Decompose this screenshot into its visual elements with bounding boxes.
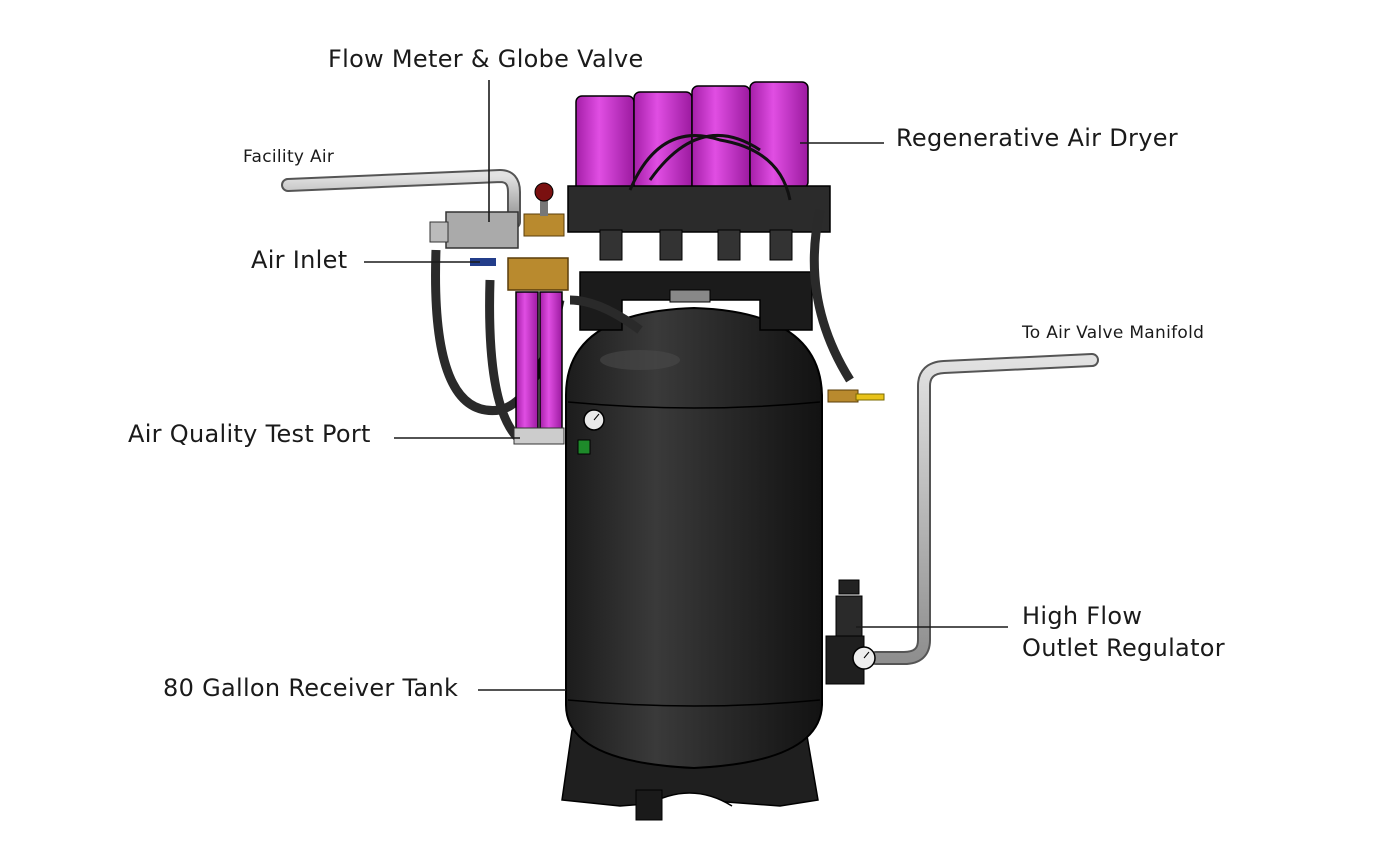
label-facility-air: Facility Air — [243, 147, 335, 167]
outlet-pipe — [869, 353, 1099, 665]
receiver-tank — [565, 306, 823, 770]
air-inlet-valve — [470, 257, 569, 445]
label-tank: 80 Gallon Receiver Tank — [163, 674, 459, 702]
regenerative-air-dryer — [567, 81, 831, 261]
facility-air-pipe — [281, 168, 521, 229]
label-test-port: Air Quality Test Port — [128, 420, 371, 448]
label-air-inlet: Air Inlet — [251, 246, 348, 274]
flow-meter — [429, 182, 565, 249]
outlet-regulator — [825, 579, 876, 685]
drain-valve — [827, 389, 885, 403]
tank-pressure-gauge — [577, 409, 605, 455]
label-flow-meter: Flow Meter & Globe Valve — [328, 45, 644, 73]
label-regulator: High Flow Outlet Regulator — [1022, 600, 1225, 665]
leader-lines — [364, 80, 1008, 691]
label-air-dryer: Regenerative Air Dryer — [896, 124, 1178, 152]
label-regulator-line2: Outlet Regulator — [1022, 634, 1225, 663]
label-to-manifold: To Air Valve Manifold — [1022, 323, 1205, 343]
label-regulator-line1: High Flow — [1022, 602, 1143, 630]
